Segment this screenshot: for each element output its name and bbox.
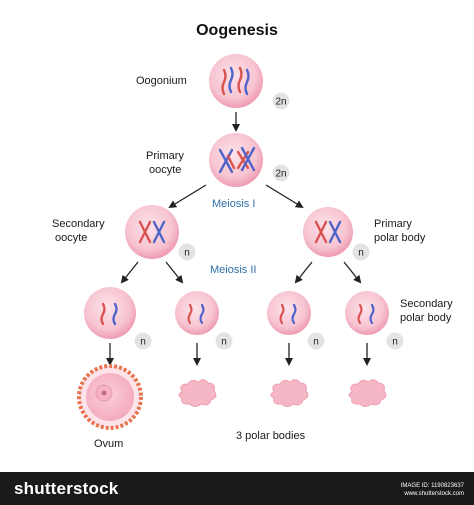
- secondary-oocyte-cell: [125, 205, 179, 259]
- label-secondary-oocyte-line2: oocyte: [55, 232, 88, 244]
- image-id-block: IMAGE ID: 1190823637 www.shutterstock.co…: [401, 482, 464, 498]
- label-secondary-oocyte-line1: Secondary: [52, 218, 105, 230]
- arrow-primary-to-primary-polar: [265, 184, 304, 209]
- ploidy-label: n: [358, 248, 364, 259]
- watermark-footer: shutterstock IMAGE ID: 1190823637 www.sh…: [0, 472, 474, 505]
- label-secondary-polar-line1: Secondary: [400, 298, 453, 310]
- arrows: [106, 112, 371, 366]
- ploidy-badge-polar-2: n: [307, 332, 325, 350]
- arrow-secondary-oocyte-to-left: [120, 261, 139, 284]
- label-ovum: Ovum: [94, 438, 124, 450]
- secondary-oocyte-daughter-cell: [84, 287, 136, 339]
- arrow-secondary-oocyte-to-right: [165, 261, 184, 284]
- stage-meiosis-1: Meiosis I: [212, 198, 256, 210]
- ploidy-badge-secondary-oocyte: n: [178, 243, 196, 261]
- ploidy-label: n: [313, 337, 319, 348]
- primary-oocyte-cell: [209, 133, 263, 187]
- ploidy-label: n: [140, 337, 146, 348]
- secondary-polar-body-cell: [345, 291, 389, 335]
- ploidy-label: 2n: [275, 169, 286, 180]
- ploidy-label: 2n: [275, 97, 286, 108]
- label-primary-polar-line1: Primary: [374, 218, 412, 230]
- ploidy-badge-primary-polar: n: [352, 243, 370, 261]
- stage-meiosis-2: Meiosis II: [210, 264, 257, 276]
- label-primary-oocyte-line1: Primary: [146, 150, 184, 162]
- label-polar-bodies: 3 polar bodies: [236, 430, 306, 442]
- label-secondary-polar-line2: polar body: [400, 312, 452, 324]
- ploidy-badge-polar-3: n: [386, 332, 404, 350]
- label-oogonium: Oogonium: [136, 75, 187, 87]
- ovum-cell: [77, 364, 143, 430]
- site-url: www.shutterstock.com: [404, 491, 464, 497]
- polar-body-blob-2: [270, 379, 309, 407]
- diagram-title: Oogenesis: [196, 22, 278, 39]
- ploidy-badge-oogonium: 2n: [272, 92, 290, 110]
- ploidy-label: n: [221, 337, 227, 348]
- first-polar-body-daughter-cell: [175, 291, 219, 335]
- ploidy-label: n: [392, 337, 398, 348]
- ploidy-badge-ovum-precursor: n: [134, 332, 152, 350]
- ploidy-label: n: [184, 248, 190, 259]
- polar-body-blob-3: [348, 379, 387, 407]
- polar-body-blob-1: [178, 379, 217, 407]
- label-primary-polar-line2: polar body: [374, 232, 426, 244]
- arrow-primary-to-secondary-oocyte: [168, 184, 207, 209]
- arrow-primary-polar-to-right: [343, 261, 362, 284]
- brand-logo: shutterstock: [14, 479, 119, 498]
- second-polar-body-daughter-cell: [267, 291, 311, 335]
- label-primary-oocyte-line2: oocyte: [149, 164, 182, 176]
- arrow-primary-polar-to-left: [294, 261, 313, 284]
- ploidy-badge-polar-1: n: [215, 332, 233, 350]
- oogonium-cell: [209, 54, 263, 108]
- image-id: IMAGE ID: 1190823637: [400, 483, 464, 489]
- primary-polar-body-cell: [303, 207, 353, 257]
- ploidy-badge-primary-oocyte: 2n: [272, 164, 290, 182]
